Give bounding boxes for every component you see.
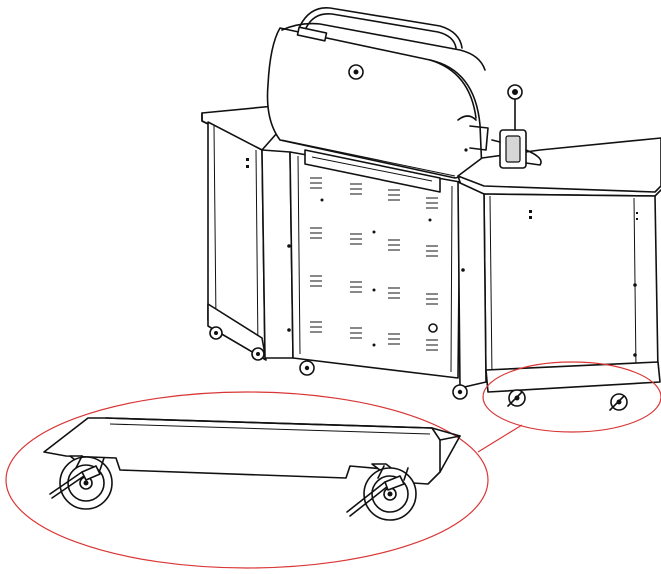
vent-slots: [310, 177, 438, 351]
caster-right-left: [507, 389, 526, 407]
caster-left-rear: [209, 326, 223, 340]
detail-caster-right: [346, 463, 417, 521]
centre-panel: [261, 149, 461, 379]
callout-small-ellipse: [482, 361, 661, 433]
grill-head: [266, 7, 489, 193]
detail-caster-left: [49, 455, 113, 510]
caster-left-front: [251, 347, 265, 361]
caster-right-right: [609, 393, 628, 411]
callout-detail-ellipse: [5, 391, 489, 569]
callout-connector: [477, 424, 523, 453]
caster-centre-left: [299, 360, 315, 376]
caster-centre-right: [452, 384, 468, 400]
left-side-cabinet: [201, 104, 286, 361]
right-side-cabinet: [457, 84, 661, 393]
detail-base-rail: [43, 417, 461, 485]
